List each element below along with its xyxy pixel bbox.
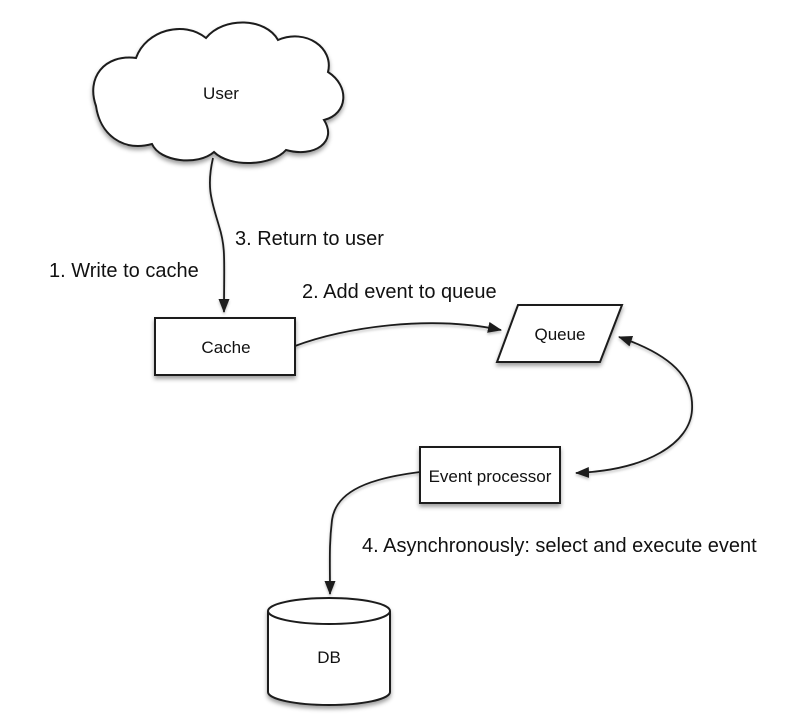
edge-cache-to-queue bbox=[294, 321, 502, 347]
step2-label: 2. Add event to queue bbox=[302, 281, 497, 303]
edge-queue-event-processor-two-way bbox=[575, 335, 693, 478]
db-node-label: DB bbox=[317, 648, 341, 667]
queue-node-shape bbox=[495, 304, 624, 363]
edge-event-processor-to-db bbox=[324, 471, 421, 595]
step3-label: 3. Return to user bbox=[235, 228, 384, 250]
step1-label: 1. Write to cache bbox=[49, 260, 199, 282]
cache-node-shape bbox=[154, 317, 296, 376]
step4-label: 4. Asynchronously: select and execute ev… bbox=[362, 535, 757, 557]
event-processor-node-shape bbox=[419, 446, 561, 504]
user-cloud-shape bbox=[92, 21, 345, 164]
edge-user-to-cache bbox=[208, 157, 230, 313]
cache-node-label: Cache bbox=[201, 338, 250, 357]
db-node-shape bbox=[267, 597, 391, 706]
queue-node-label: Queue bbox=[534, 325, 585, 344]
event-processor-node-label: Event processor bbox=[429, 467, 552, 486]
user-node-label: User bbox=[203, 84, 239, 103]
